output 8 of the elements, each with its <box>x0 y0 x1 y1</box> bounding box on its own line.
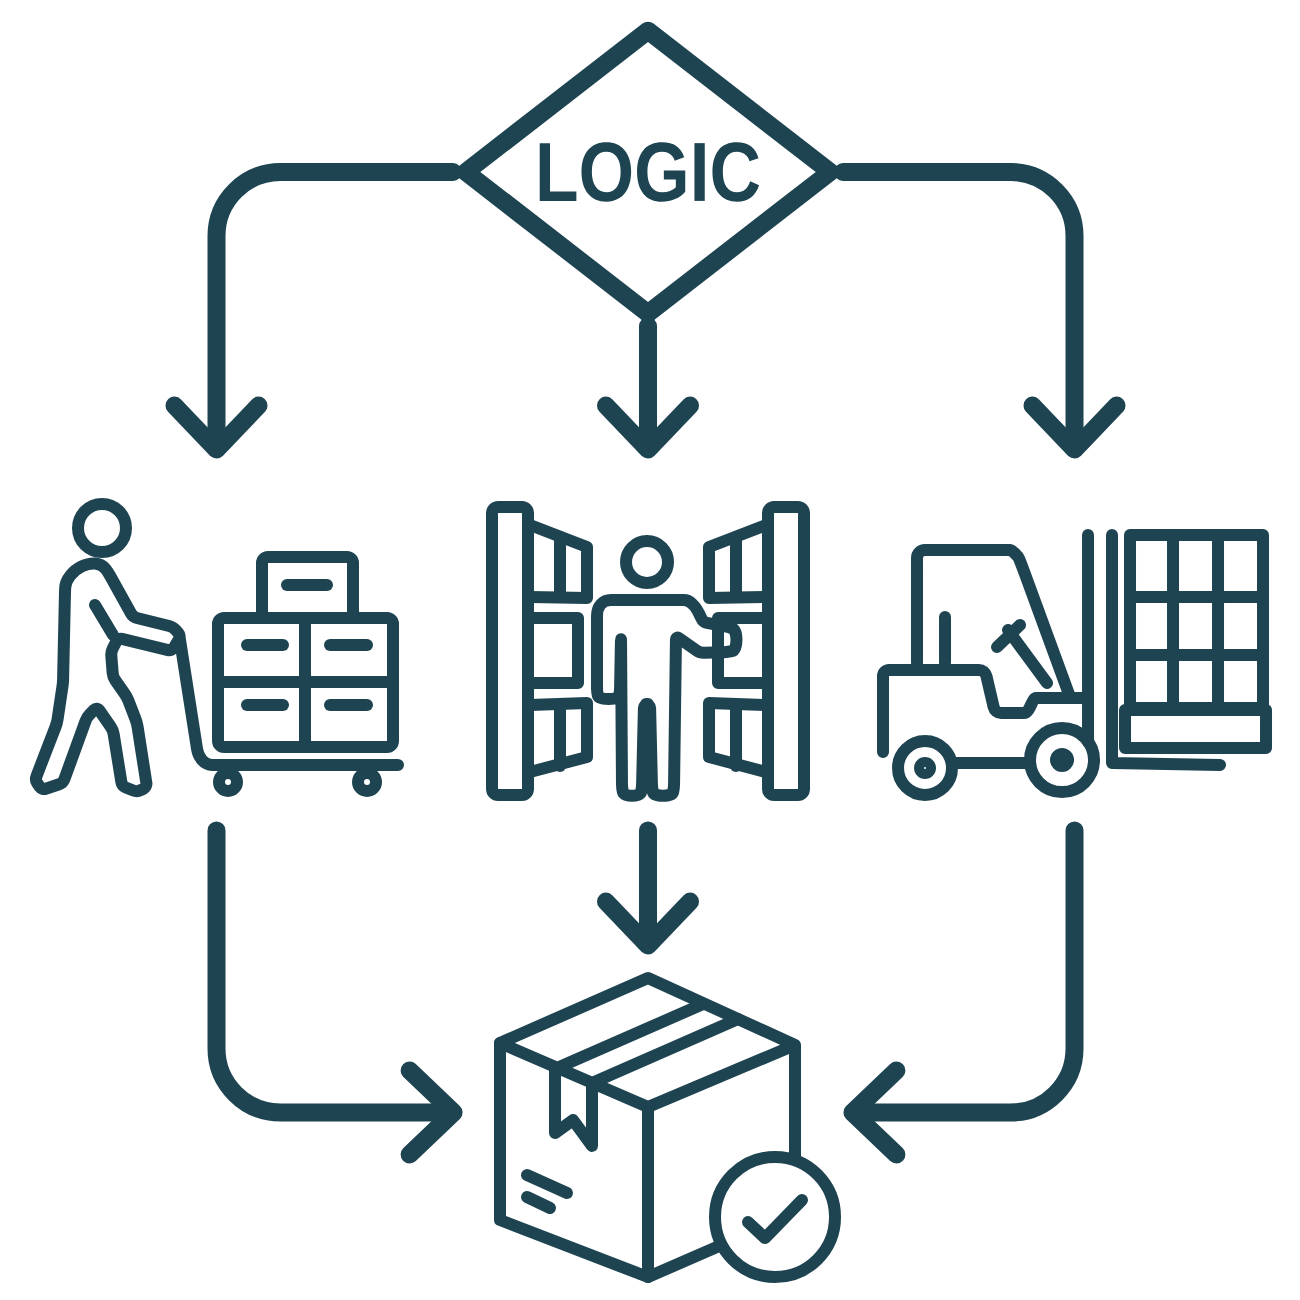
forklift-icon <box>877 529 1272 801</box>
parcel-with-check-icon <box>494 972 841 1283</box>
person-at-shelves-icon <box>486 501 810 802</box>
arrow <box>843 821 1084 1164</box>
arrow <box>207 821 463 1164</box>
arrow <box>834 163 1126 459</box>
arrow <box>165 163 462 459</box>
person-pushing-cart-icon <box>30 498 404 798</box>
